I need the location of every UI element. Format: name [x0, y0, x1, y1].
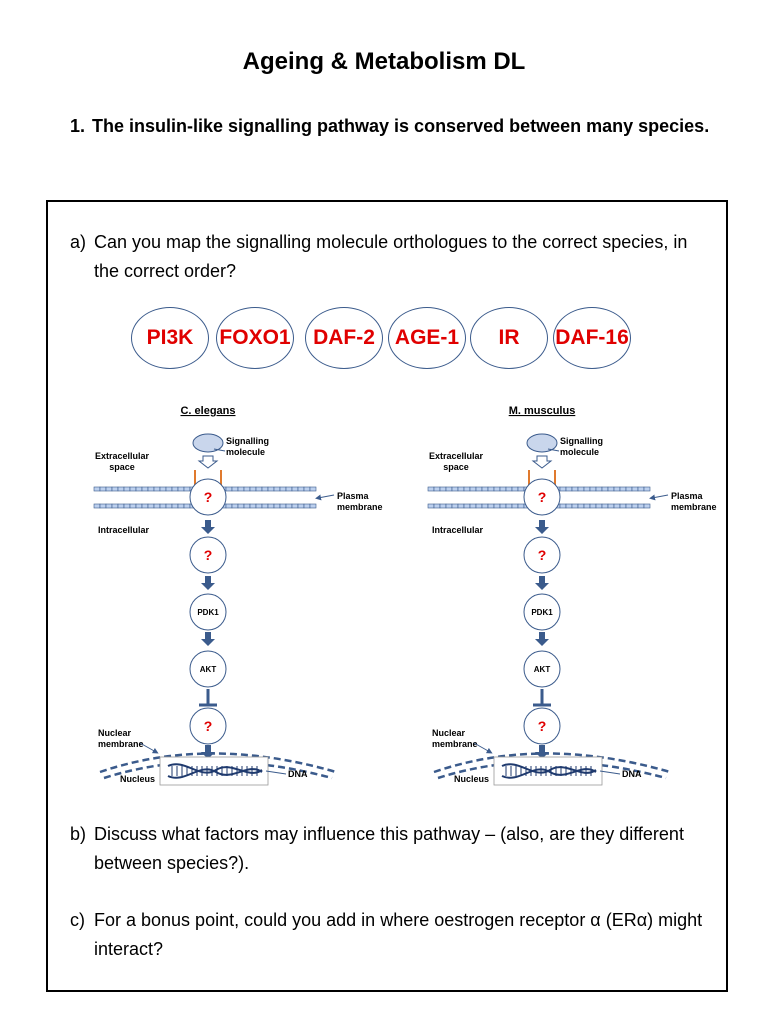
- receptor-unknown: ?: [204, 489, 213, 505]
- dna-strand-b: [167, 768, 263, 779]
- signalling-molecule-shape: [192, 433, 224, 453]
- nucleus-label: Nucleus: [120, 774, 155, 784]
- part-b-text: Discuss what factors may influence this …: [94, 824, 684, 873]
- molecule-daf16: DAF-16: [553, 307, 631, 369]
- question-1: 1. The insulin-like signalling pathway i…: [70, 112, 720, 140]
- dna-label: DNA: [622, 769, 642, 779]
- foxo-node: [523, 707, 561, 745]
- part-b: b) Discuss what factors may influence th…: [70, 820, 710, 878]
- arrow-down-1: [535, 520, 549, 534]
- species-label: C. elegans: [180, 405, 235, 417]
- part-a-text: Can you map the signalling molecule orth…: [94, 232, 688, 281]
- arrow-down-3: [535, 632, 549, 646]
- pi3k-node: [523, 536, 561, 574]
- plasma-membrane-shape: [427, 486, 651, 509]
- molecule-foxo1: FOXO1: [216, 307, 294, 369]
- molecule-pi3k: PI3K: [131, 307, 209, 369]
- part-c: c) For a bonus point, could you add in w…: [70, 906, 710, 964]
- pi3k-unknown: ?: [204, 547, 213, 563]
- molecule-daf2: DAF-2: [305, 307, 383, 369]
- molecule-age1: AGE-1: [388, 307, 466, 369]
- part-a: a) Can you map the signalling molecule o…: [70, 228, 710, 286]
- dna-pointer: [265, 770, 287, 775]
- pointer-line: [213, 448, 226, 452]
- page-title: Ageing & Metabolism DL: [242, 48, 526, 75]
- pi3k-unknown: ?: [538, 547, 547, 563]
- foxo-node: [189, 707, 227, 745]
- dna-strand-a: [167, 763, 263, 774]
- dna-label: DNA: [288, 769, 308, 779]
- foxo-unknown: ?: [204, 718, 213, 734]
- hollow-arrow-icon: [197, 455, 219, 469]
- akt-label: AKT: [534, 665, 551, 674]
- question-text: The insulin-like signalling pathway is c…: [92, 116, 710, 136]
- arrow-down-4: [201, 745, 215, 759]
- part-a-label: a): [70, 232, 87, 252]
- membrane-pointer: [649, 494, 669, 501]
- dna-pointer: [599, 770, 621, 775]
- dna-strand-a: [501, 763, 597, 774]
- pdk1-node: [523, 593, 561, 631]
- receptor-unknown: ?: [538, 489, 547, 505]
- question-box: [46, 200, 728, 992]
- akt-node: [189, 650, 227, 688]
- pdk1-label: PDK1: [531, 608, 553, 617]
- dna-strand-b: [501, 768, 597, 779]
- part-c-label: c): [70, 910, 85, 930]
- nuclear-pointer: [473, 742, 493, 754]
- nuclear-membrane-outer: [99, 752, 337, 774]
- intracellular-label: Intracellular: [432, 525, 484, 535]
- nuclear-pointer: [139, 742, 159, 754]
- pointer-line: [547, 448, 560, 452]
- signalling-molecule-shape: [526, 433, 558, 453]
- receptor-node: [523, 478, 561, 516]
- arrow-down-4: [535, 745, 549, 759]
- pi3k-node: [189, 536, 227, 574]
- part-b-label: b): [70, 824, 87, 844]
- nuclear-membrane-outer: [433, 752, 671, 774]
- molecule-ir: IR: [470, 307, 548, 369]
- akt-node: [523, 650, 561, 688]
- foxo-unknown: ?: [538, 718, 547, 734]
- question-number: 1.: [70, 116, 86, 136]
- membrane-pointer: [315, 494, 335, 501]
- arrow-down-3: [201, 632, 215, 646]
- akt-label: AKT: [200, 665, 217, 674]
- nucleus-label: Nucleus: [454, 774, 489, 784]
- arrow-down-2: [535, 576, 549, 590]
- receptor-node: [189, 478, 227, 516]
- species-label: M. musculus: [509, 405, 576, 417]
- pdk1-label: PDK1: [197, 608, 219, 617]
- intracellular-label: Intracellular: [98, 525, 150, 535]
- arrow-down-1: [201, 520, 215, 534]
- hollow-arrow-icon: [531, 455, 553, 469]
- arrow-down-2: [201, 576, 215, 590]
- pdk1-node: [189, 593, 227, 631]
- part-c-text: For a bonus point, could you add in wher…: [94, 910, 703, 959]
